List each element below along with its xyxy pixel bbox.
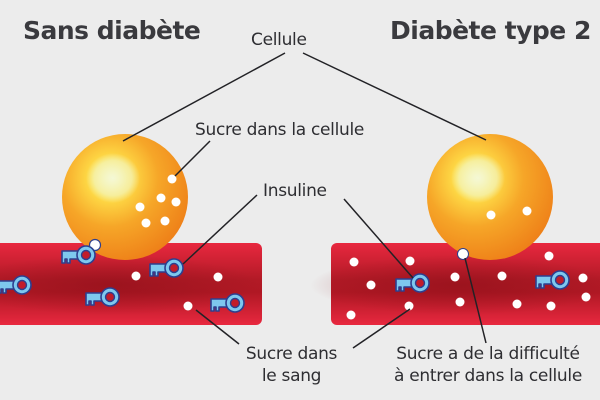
label-sugar-in-blood-line2: le sang <box>261 366 322 386</box>
label-sugar-difficulty-line1: Sucre a de la difficulté <box>396 344 580 364</box>
sugar-dots-right-cell <box>486 206 532 220</box>
sugar-dots-left-cell <box>135 174 181 228</box>
cell-left <box>62 134 188 260</box>
label-sugar-difficulty-line2: à entrer dans la cellule <box>394 366 582 386</box>
blood-vessel-right <box>310 243 600 325</box>
label-sugar-in-blood-line1: Sucre dans <box>245 344 338 364</box>
title-without-diabetes: Sans diabète <box>23 16 201 45</box>
label-sugar-difficulty: Sucre a de la difficulté à entrer dans l… <box>370 343 600 387</box>
cell-right <box>427 134 553 260</box>
label-cell: Cellule <box>251 30 307 50</box>
sugar-dots-left-vessel <box>88 238 223 311</box>
sugar-dots-right-vessel <box>346 248 591 320</box>
label-insulin: Insuline <box>263 181 327 201</box>
label-sugar-in-blood: Sucre dans le sang <box>234 343 349 387</box>
title-type2-diabetes: Diabète type 2 <box>390 16 591 45</box>
label-sugar-in-cell: Sucre dans la cellule <box>195 120 365 140</box>
leader-lines <box>122 52 487 349</box>
